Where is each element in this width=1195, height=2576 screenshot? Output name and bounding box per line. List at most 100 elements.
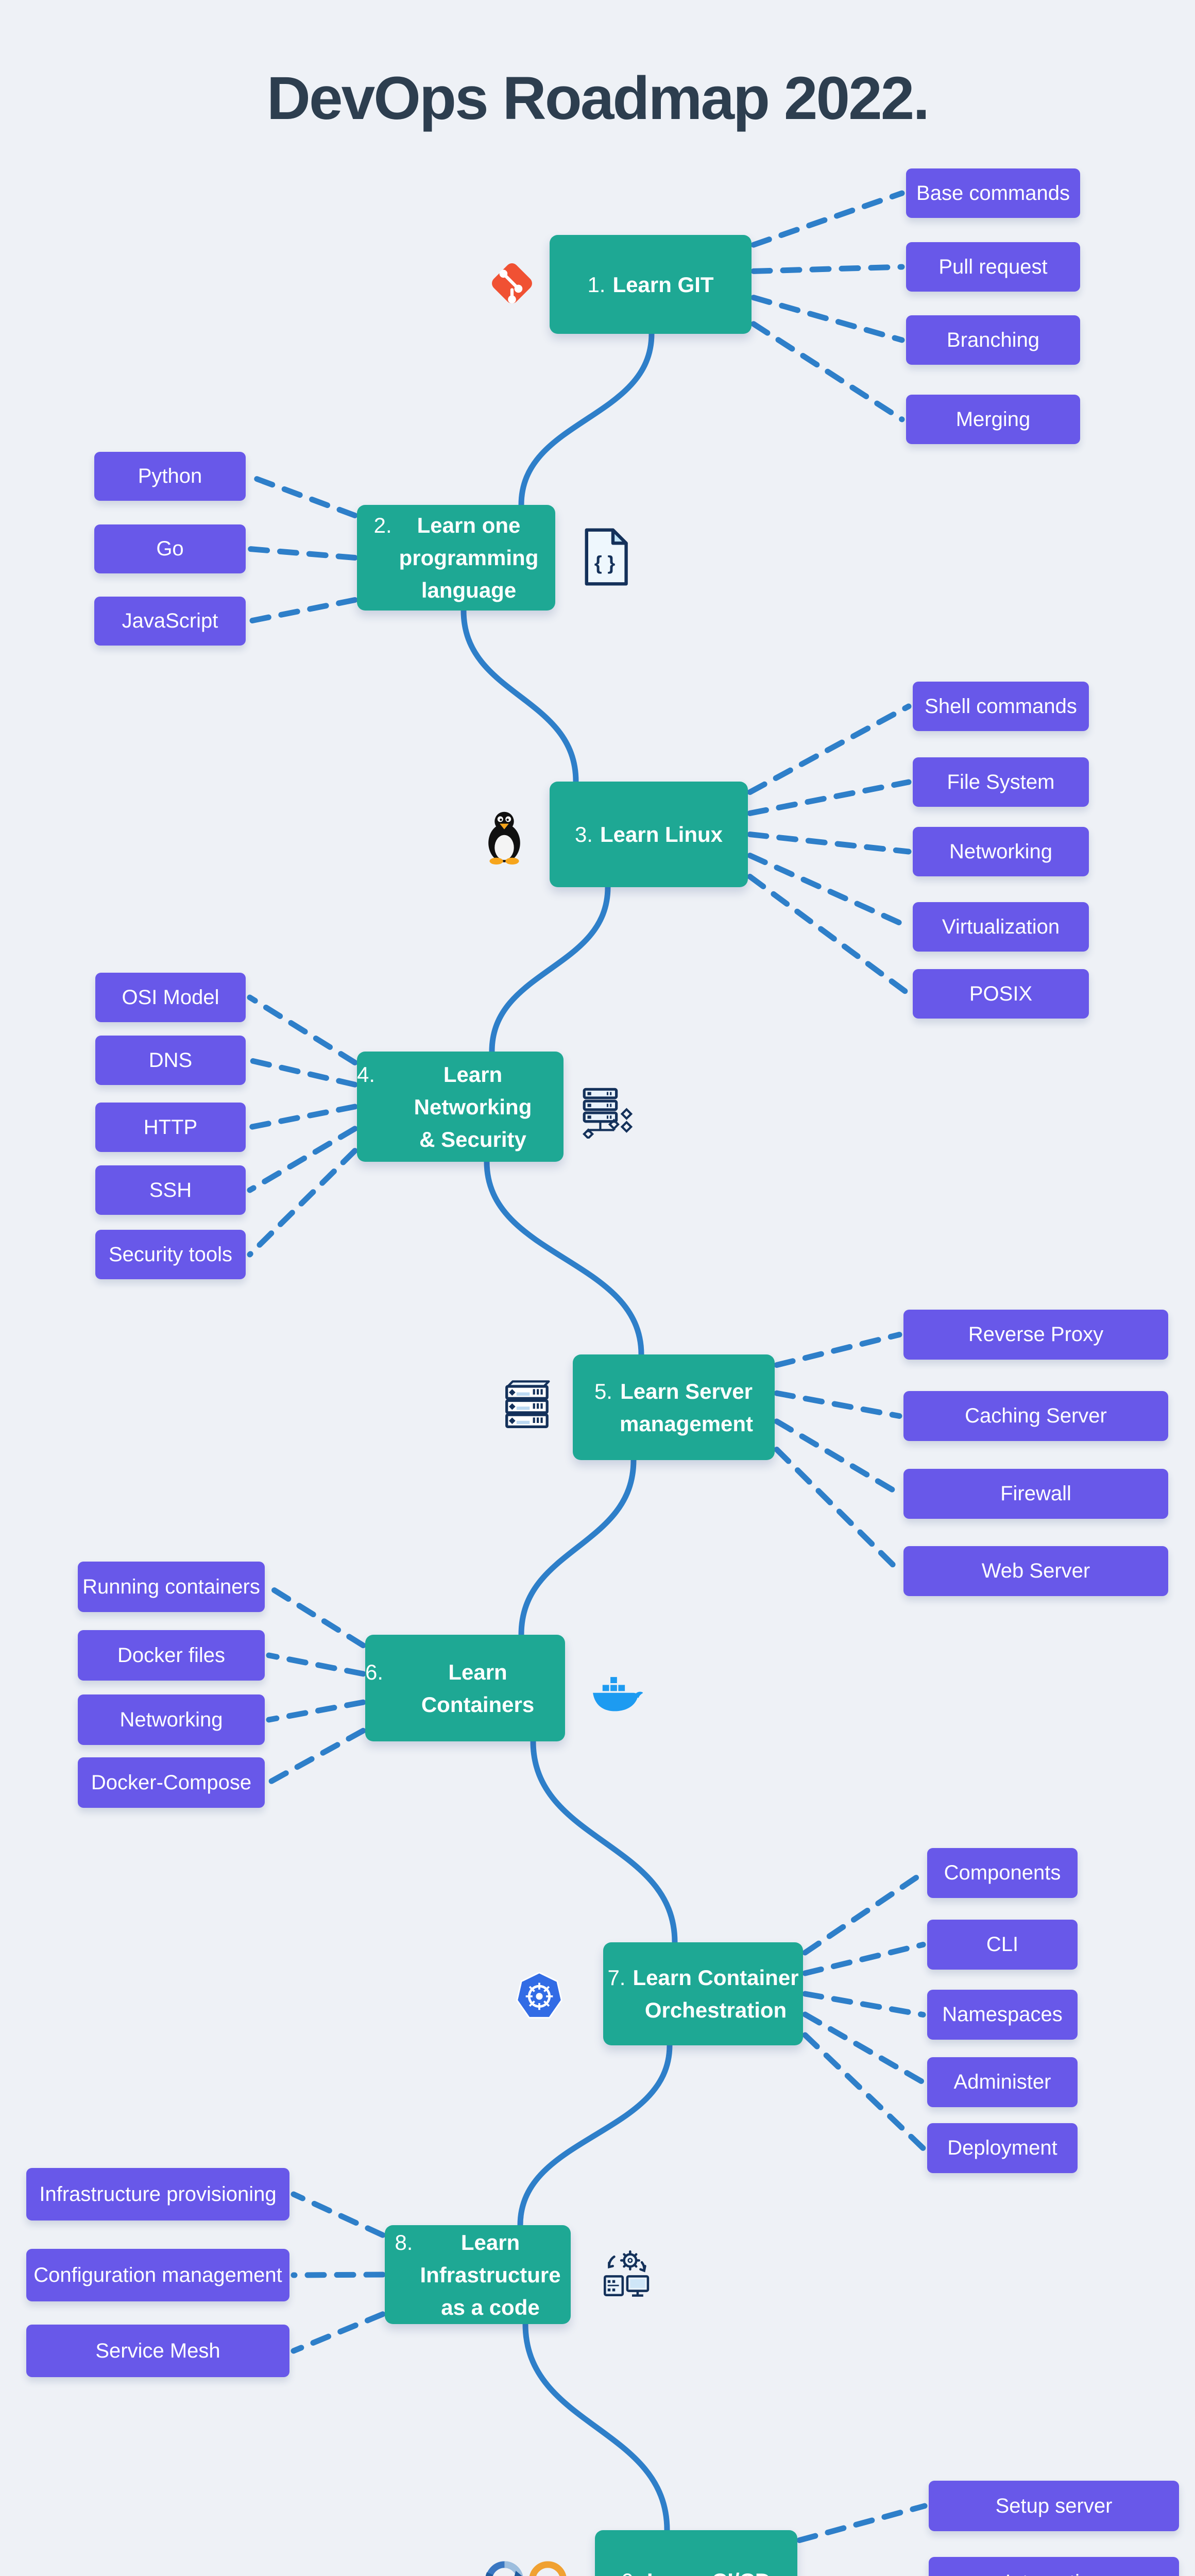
trunk-curve xyxy=(460,331,678,2533)
topic-label: Docker files xyxy=(117,1643,225,1667)
dashed-connector xyxy=(747,832,912,855)
topic-label: CLI xyxy=(986,1933,1019,1956)
topic-box: Docker files xyxy=(78,1630,265,1681)
linux-tux-icon xyxy=(475,808,533,865)
topic-label: HTTP xyxy=(143,1115,198,1139)
dashed-connector xyxy=(802,1991,926,2018)
topic-label: Python xyxy=(138,465,202,487)
topic-box: SSH xyxy=(95,1165,246,1215)
step-number: 6. xyxy=(365,1659,384,1684)
topic-label: Setup server xyxy=(995,2494,1113,2517)
dashed-connector xyxy=(266,1727,366,1786)
dashed-connector xyxy=(247,1104,358,1130)
topic-label: Pull request xyxy=(938,255,1048,278)
dashed-connector xyxy=(747,853,912,930)
step-box-8: 8. Learn Infrastructure as a code xyxy=(385,2225,571,2324)
topic-box: Python xyxy=(94,452,246,501)
dashed-connector xyxy=(750,295,905,343)
step-box-4: 4.Learn Networking & Security xyxy=(357,1052,564,1162)
dashed-connector xyxy=(247,994,358,1065)
server-rack-icon xyxy=(499,1378,556,1432)
topic-label: Security tools xyxy=(108,1243,233,1266)
topic-label: Deployment xyxy=(947,2137,1057,2159)
kubernetes-icon xyxy=(515,1971,564,2020)
step-label: Learn Networking & Security xyxy=(414,1062,532,1151)
topic-label: Caching Server xyxy=(965,1404,1107,1427)
topic-box: Pull request xyxy=(906,242,1080,292)
dashed-connector xyxy=(750,264,905,274)
step-label: Learn GIT xyxy=(612,272,714,297)
step-label: Learn Container Orchestration xyxy=(633,1965,799,2022)
topic-box: Administer xyxy=(927,2057,1078,2107)
topic-box: Base commands xyxy=(906,168,1080,218)
dashed-connector xyxy=(802,1942,926,1976)
dashed-connector xyxy=(774,1390,902,1419)
topic-label: Infrastructure provisioning xyxy=(39,2182,277,2206)
step-number: 8. xyxy=(395,2230,413,2255)
topic-box: Components xyxy=(927,1848,1078,1898)
step-number: 7. xyxy=(607,1965,626,1990)
topic-label: Components xyxy=(944,1861,1061,1884)
dashed-connector xyxy=(802,1870,926,1956)
step-label: Learn Infrastructure as a code xyxy=(420,2230,561,2319)
step-label: Learn CI/CD xyxy=(647,2565,771,2576)
topic-box: Virtualization xyxy=(913,902,1089,952)
topic-box: POSIX xyxy=(913,969,1089,1019)
dashed-connector xyxy=(802,2011,926,2085)
topic-label: Administer xyxy=(953,2071,1051,2093)
topic-label: Web Server xyxy=(981,1560,1090,1582)
dashed-connector xyxy=(247,546,358,561)
topic-label: Firewall xyxy=(1000,1482,1071,1505)
svg-text:{ }: { } xyxy=(594,552,616,574)
step-number: 1. xyxy=(587,272,606,297)
topic-label: SSH xyxy=(149,1178,192,1201)
topic-box: Merging xyxy=(906,395,1080,444)
dashed-connector xyxy=(774,1418,902,1497)
topic-box: Shell commands xyxy=(913,682,1089,731)
topic-box: Reverse Proxy xyxy=(903,1310,1168,1360)
topic-box: Branching xyxy=(906,315,1080,365)
topic-label: Virtualization xyxy=(942,915,1060,938)
topic-label: Networking xyxy=(120,1708,223,1731)
step-label: Learn Server management xyxy=(619,1379,754,1436)
step-box-5: 5.Learn Server management xyxy=(573,1354,775,1460)
topic-label: Base commands xyxy=(916,181,1070,205)
topic-label: POSIX xyxy=(969,982,1033,1005)
topic-label: Branching xyxy=(946,328,1040,351)
topic-label: Service Mesh xyxy=(95,2339,220,2362)
topic-label: File System xyxy=(947,770,1055,793)
code-file-icon: { } xyxy=(580,527,629,587)
dashed-connector xyxy=(247,1148,358,1258)
topic-label: Merging xyxy=(955,408,1031,431)
topic-box: DNS xyxy=(95,1036,246,1085)
dashed-connector xyxy=(266,1652,366,1677)
network-security-icon xyxy=(581,1085,635,1139)
step-box-3: 3.Learn Linux xyxy=(550,782,748,887)
dashed-connector xyxy=(796,2503,928,2544)
topic-label: Shell commands xyxy=(925,694,1077,718)
topic-label: OSI Model xyxy=(122,986,219,1009)
topic-box: Setup server xyxy=(929,2481,1179,2531)
topic-box: Security tools xyxy=(95,1230,246,1279)
topic-box: Go xyxy=(94,524,246,573)
topic-label: Configuration management xyxy=(33,2263,282,2286)
step-number: 2. xyxy=(373,513,392,537)
dashed-connector xyxy=(247,473,358,518)
dashed-connector xyxy=(747,874,912,997)
cicd-icon xyxy=(479,2557,573,2576)
dashed-connector xyxy=(291,2311,386,2354)
dashed-connector xyxy=(247,597,358,624)
topic-label: JavaScript xyxy=(122,609,218,632)
dashed-connector xyxy=(247,1126,358,1193)
topic-label: Namespaces xyxy=(942,2003,1063,2026)
topic-box: JavaScript xyxy=(94,597,246,646)
topic-box: Docker-Compose xyxy=(78,1757,265,1808)
topic-box: Caching Server xyxy=(903,1391,1168,1441)
step-box-9: 9.Learn CI/CD xyxy=(595,2530,797,2576)
dashed-connector xyxy=(291,2191,386,2238)
dashed-connector xyxy=(747,779,912,816)
topic-label: Docker-Compose xyxy=(91,1771,252,1794)
step-label: Learn Linux xyxy=(600,822,723,846)
